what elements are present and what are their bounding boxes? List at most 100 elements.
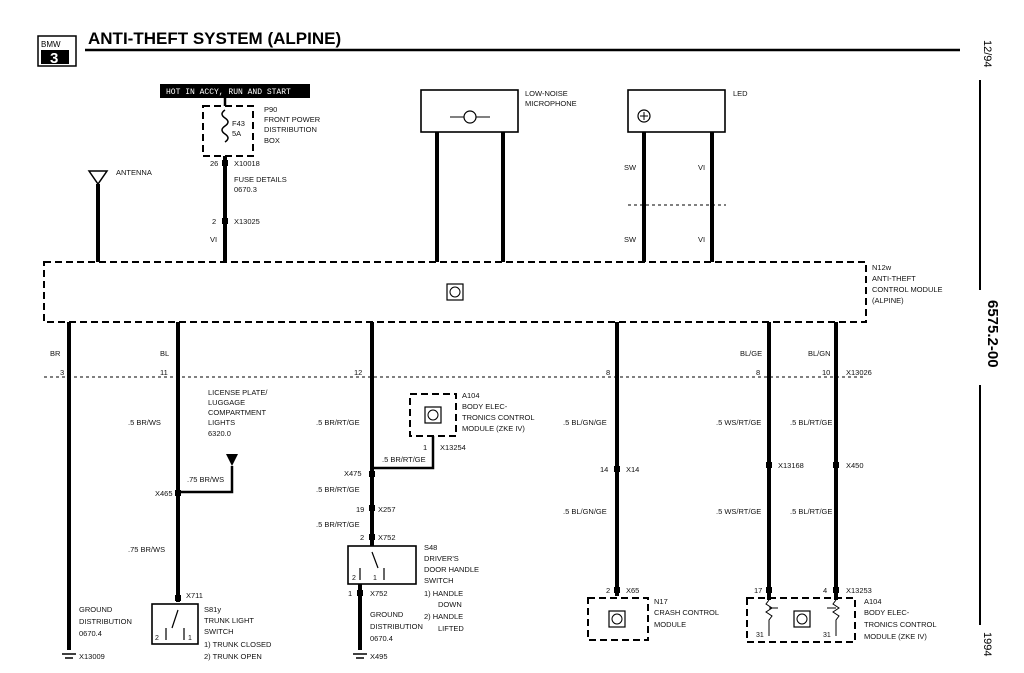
power-box-id: P90 (264, 105, 277, 114)
a104-bottom-box (746, 597, 856, 643)
a104-bottom-resistor-right-icon (827, 599, 840, 636)
col12-gnd-conn: X495 (370, 652, 388, 661)
col8b-wire-a: .5 WS/RT/GE (716, 418, 761, 427)
led-wire-left-label-2: SW (624, 235, 637, 244)
wire-br-label: BR (50, 349, 61, 358)
switch-icon (165, 609, 185, 640)
col8a-wire-b: .5 BL/GN/GE (563, 507, 607, 516)
col12-pin-2: 2 (360, 533, 364, 542)
s48-1: DRIVER'S (424, 554, 459, 563)
side-year: 1994 (981, 632, 993, 656)
a104-top-1: BODY ELEC- (462, 402, 508, 411)
a104-top-box (409, 393, 457, 437)
side-doc-number: 6575.2-00 (984, 300, 1001, 368)
door-sw-pin1: 1 (373, 575, 377, 582)
col12-gnd-1: GROUND (370, 610, 404, 619)
a104-top-id: A104 (462, 391, 480, 400)
s48-opt2b: LIFTED (438, 624, 464, 633)
logo-brand: BMW (41, 40, 61, 49)
a104-bottom-icon (793, 610, 811, 628)
pin-3: 3 (60, 368, 64, 377)
svg-text:6575.2-00: 6575.2-00 (984, 300, 1001, 368)
a104-branch-wire (372, 436, 435, 470)
s48-opt1: 1) HANDLE (424, 589, 463, 598)
s48-2: DOOR HANDLE (424, 565, 479, 574)
svg-text:12/94: 12/94 (981, 40, 993, 68)
led-box (627, 89, 726, 133)
power-pin-top: 26 (210, 159, 218, 168)
col-br-gnd-2: DISTRIBUTION (79, 617, 132, 626)
microphone-label-1: LOW-NOISE (525, 89, 568, 98)
power-box-name-2: DISTRIBUTION (264, 125, 317, 134)
a104-bottom-resistor-left-icon (765, 599, 778, 636)
power-banner-text: HOT IN ACCY, RUN AND START (166, 88, 291, 97)
conn-x14: X14 (626, 465, 639, 474)
license-1: LICENSE PLATE/ (208, 388, 268, 397)
antenna-icon (87, 170, 109, 262)
pin-10: 10 (822, 368, 830, 377)
power-conn-bottom: X13025 (234, 217, 260, 226)
bmw-logo: BMW 3 (37, 35, 77, 67)
module-icon (446, 283, 464, 301)
conn-x752: X752 (378, 533, 396, 542)
pin-8b: 8 (756, 368, 760, 377)
module-name-1: ANTI-THEFT (872, 274, 916, 283)
col-br-gnd-conn: X13009 (79, 652, 105, 661)
col12-wire-c: .5 BR/RT/GE (316, 485, 360, 494)
col8b-pin-31: 31 (756, 632, 764, 639)
col12-gnd-2: DISTRIBUTION (370, 622, 423, 631)
trunk-switch-2: SWITCH (204, 627, 234, 636)
power-pin-bottom: 2 (212, 217, 216, 226)
power-conn-top: X10018 (234, 159, 260, 168)
logo-series: 3 (50, 50, 58, 67)
wire-blgn-label: BL/GN (808, 349, 831, 358)
led-icon (637, 109, 651, 123)
power-box-name-1: FRONT POWER (264, 115, 321, 124)
license-branch-wire (178, 466, 234, 494)
n17-1: CRASH CONTROL (654, 608, 719, 617)
col-br-gnd-3: 0670.4 (79, 629, 102, 638)
led-wire-right-label: VI (698, 163, 705, 172)
conn-x450: X450 (846, 461, 864, 470)
pin-12: 12 (354, 368, 362, 377)
col12-wire-d: .5 BR/RT/GE (316, 520, 360, 529)
microphone-label-2: MICROPHONE (525, 99, 577, 108)
col-bl-wire-b: .75 BR/WS (128, 545, 165, 554)
s48-opt2: 2) HANDLE (424, 612, 463, 621)
license-2: LUGGAGE (208, 398, 245, 407)
power-wire-color: VI (210, 235, 217, 244)
col10-pin-4: 4 (823, 586, 827, 595)
crash-module-icon (608, 610, 626, 628)
led-wire-right-label-2: VI (698, 235, 705, 244)
anti-theft-module-box (43, 261, 867, 323)
license-5: 6320.0 (208, 429, 231, 438)
a104-bottom-2: TRONICS CONTROL (864, 620, 937, 629)
fuse-id: F43 (232, 119, 245, 128)
microphone-box (420, 89, 519, 133)
conn-x13254: X13254 (440, 443, 466, 452)
crash-module-box (587, 597, 649, 641)
trunk-switch-id: S81y (204, 605, 221, 614)
conn-x13253: X13253 (846, 586, 872, 595)
connector-marks (175, 160, 839, 601)
col8b-wire-b: .5 WS/RT/GE (716, 507, 761, 516)
a104-bottom-3: MODULE (ZKE IV) (864, 632, 927, 641)
col-bl-conn-x465: X465 (155, 489, 173, 498)
conn-x13026: X13026 (846, 368, 872, 377)
fuse-details-2: 0670.3 (234, 185, 257, 194)
a104-top-2: TRONICS CONTROL (462, 413, 535, 422)
conn-x65: X65 (626, 586, 639, 595)
trunk-pin-1: 1 (188, 635, 192, 642)
col-br-wire: .5 BR/WS (128, 418, 161, 427)
microphone-icon (450, 110, 490, 124)
s48-opt1b: DOWN (438, 600, 462, 609)
col12-gnd-3: 0670.4 (370, 634, 393, 643)
door-switch-icon (359, 551, 385, 580)
n17-id: N17 (654, 597, 668, 606)
conn-x257: X257 (378, 505, 396, 514)
col8a-pin-2: 2 (606, 586, 610, 595)
pin-11: 11 (160, 368, 168, 377)
fuse-box (202, 105, 254, 157)
license-light-arrow-icon (226, 454, 238, 466)
svg-text:1994: 1994 (981, 632, 993, 656)
